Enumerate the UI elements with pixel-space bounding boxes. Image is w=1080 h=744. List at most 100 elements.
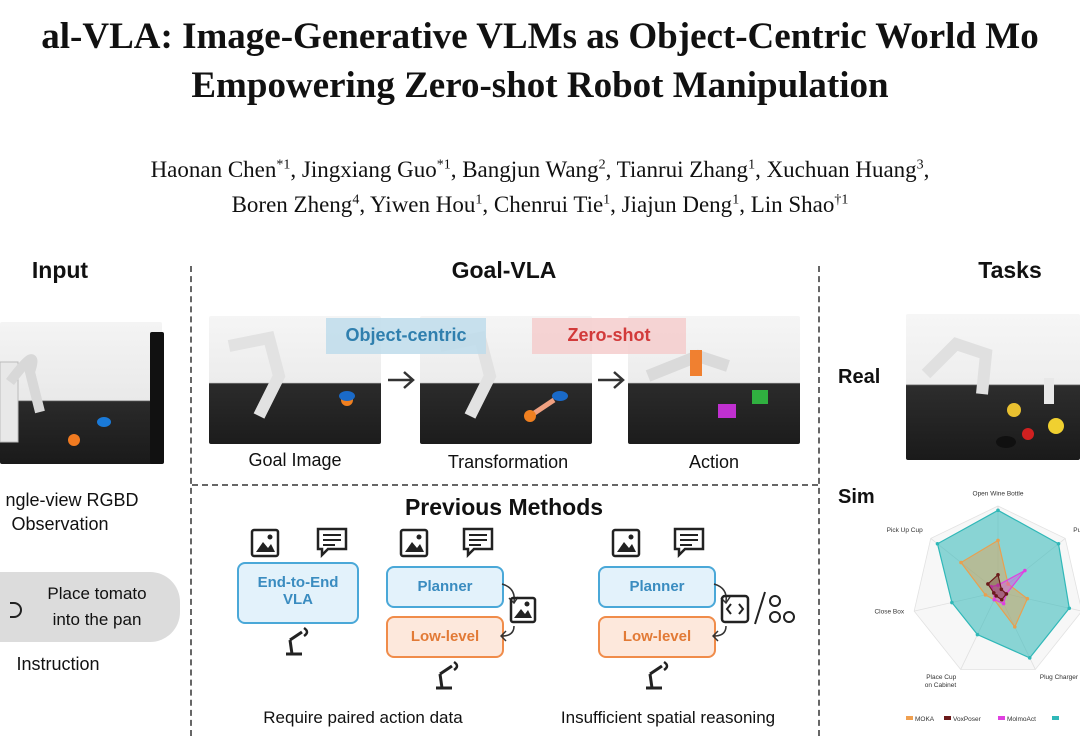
robot-arm-illustration [921,337,1064,448]
authors-line2: Boren Zheng4, Yiwen Hou1, Chenrui Tie1, … [0,184,1080,221]
column-divider-right [818,266,820,736]
author: Yiwen Hou1, [369,191,494,217]
radar-point-magenta [1001,601,1006,606]
observation-caption-line2: Observation [11,514,109,534]
instruction-line1: Place tomato [47,584,147,603]
radar-axis-label: Close Box [874,608,904,615]
radar-point-darkred [986,582,990,586]
image-icon [250,528,280,563]
column-divider-left [190,266,192,736]
section-divider [192,484,818,486]
radar-point-orange [1006,582,1010,586]
radar-point-magenta [996,583,1000,587]
robot-arm-icon [430,660,464,697]
planner-box: Planner [386,566,504,608]
radar-point-darkred [994,594,998,598]
radar-axis-label: Plug Charger In Supply [1040,674,1080,681]
authors-line1: Haonan Chen*1, Jingxiang Guo*1, Bangjun … [0,149,1080,186]
input-depth-image [150,332,164,464]
action-caption: Action [688,452,740,472]
radar-series [935,508,1072,660]
image-icon [399,528,429,563]
radar-legend-swatch [906,716,913,720]
author: Jingxiang Guo*1, [301,156,463,182]
planner-box: Planner [598,566,716,608]
robot-arm-illustration [0,354,111,446]
radar-point-magenta [992,597,997,602]
paper-title-line2: Empowering Zero-shot Robot Manipulation [191,65,889,106]
radar-chart: Open Wine BottlePuTaOffPlug Charger In S… [874,491,1080,723]
radar-point-darkred [999,597,1004,602]
radar-labels: Open Wine BottlePuTaOffPlug Charger In S… [874,491,1080,689]
radar-legend-swatch [1052,716,1059,720]
arrow-icon [596,368,626,392]
sim-label: Sim [838,486,875,508]
real-task-photo [906,314,1080,460]
radar-legend-label: MolmoAct [1007,716,1036,723]
transformation-caption: Transformation [447,452,569,472]
radar-legend-swatch [944,716,951,720]
slash-divider-icon [752,590,768,631]
robot-arm-illustration [645,349,768,418]
radar-legend: MOKA VoxPoser MolmoAct [906,716,1059,723]
radar-legend-label: VoxPoser [953,716,982,723]
radar-point-orange [983,593,988,597]
low-level-box: Low-level [386,616,504,658]
text-prompt-icon [316,526,348,563]
radar-point-darkred [1004,592,1009,596]
radar-axis-label: Open Wine Bottle [973,491,1024,498]
real-label: Real [838,366,881,388]
radar-series-teal [936,509,1070,659]
radar-legend-swatch [998,716,1005,720]
goalvla-header: Goal-VLA [451,257,557,283]
instruction-line2: into the pan [52,610,142,629]
radar-point-teal [1027,656,1032,660]
radar-point-teal [950,600,954,605]
author: Lin Shao†1 [750,191,849,217]
radar-point-teal [1056,541,1061,546]
tasks-header: Tasks [978,257,1042,283]
instruction-pill: Place tomato into the pan [0,572,180,642]
robot-arm-icon [640,660,674,697]
radar-point-teal [935,541,940,546]
image-icon [509,596,537,629]
object-centric-tag: Object-centric [326,318,486,354]
radar-point-darkred [999,587,1004,592]
zero-shot-tag: Zero-shot [532,318,686,354]
radar-point-orange [959,560,963,565]
author: Xuchuan Huang3, [766,156,930,182]
paired-action-caption: Require paired action data [263,708,463,727]
radar-point-darkred [996,573,1000,577]
radar-axis-label: Pick Up Cup [887,527,924,534]
e2e-label-line2: VLA [283,591,313,608]
input-observation-image [0,322,162,464]
radar-point-teal [975,632,980,637]
low-level-box: Low-level [598,616,716,658]
radar-axis-label: Pu [1073,527,1080,534]
end-to-end-vla-box: End-to-End VLA [237,562,359,624]
code-icon [720,594,750,629]
author: Bangjun Wang2, [462,156,617,182]
input-header: Input [31,257,89,283]
paper-title-line1: al-VLA: Image-Generative VLMs as Object-… [41,16,1039,57]
previous-methods-header: Previous Methods [404,494,604,520]
arrow-icon [386,368,416,392]
author: Jiajun Deng1, [621,191,751,217]
observation-caption-line1: ngle-view RGBD [5,490,139,510]
text-prompt-icon [462,526,494,563]
goal-image-caption: Goal Image [248,450,342,470]
author: Boren Zheng4, [231,191,370,217]
radar-point-teal [996,508,1000,513]
radar-point-orange [1012,625,1017,629]
radar-point-magenta [1023,568,1027,573]
robot-arm-icon [280,626,314,663]
radar-series-orange [960,539,1029,629]
radar-point-teal [1067,606,1072,611]
author: Tianrui Zhang1, [616,156,767,182]
radar-legend-label: MOKA [915,716,935,723]
radar-axis-label: Place Cup [926,674,956,681]
speech-icon [10,602,22,618]
robot-arm-illustration [227,331,355,419]
instruction-label: Instruction [16,654,100,674]
radar-axis-label: on Cabinet [925,682,957,689]
